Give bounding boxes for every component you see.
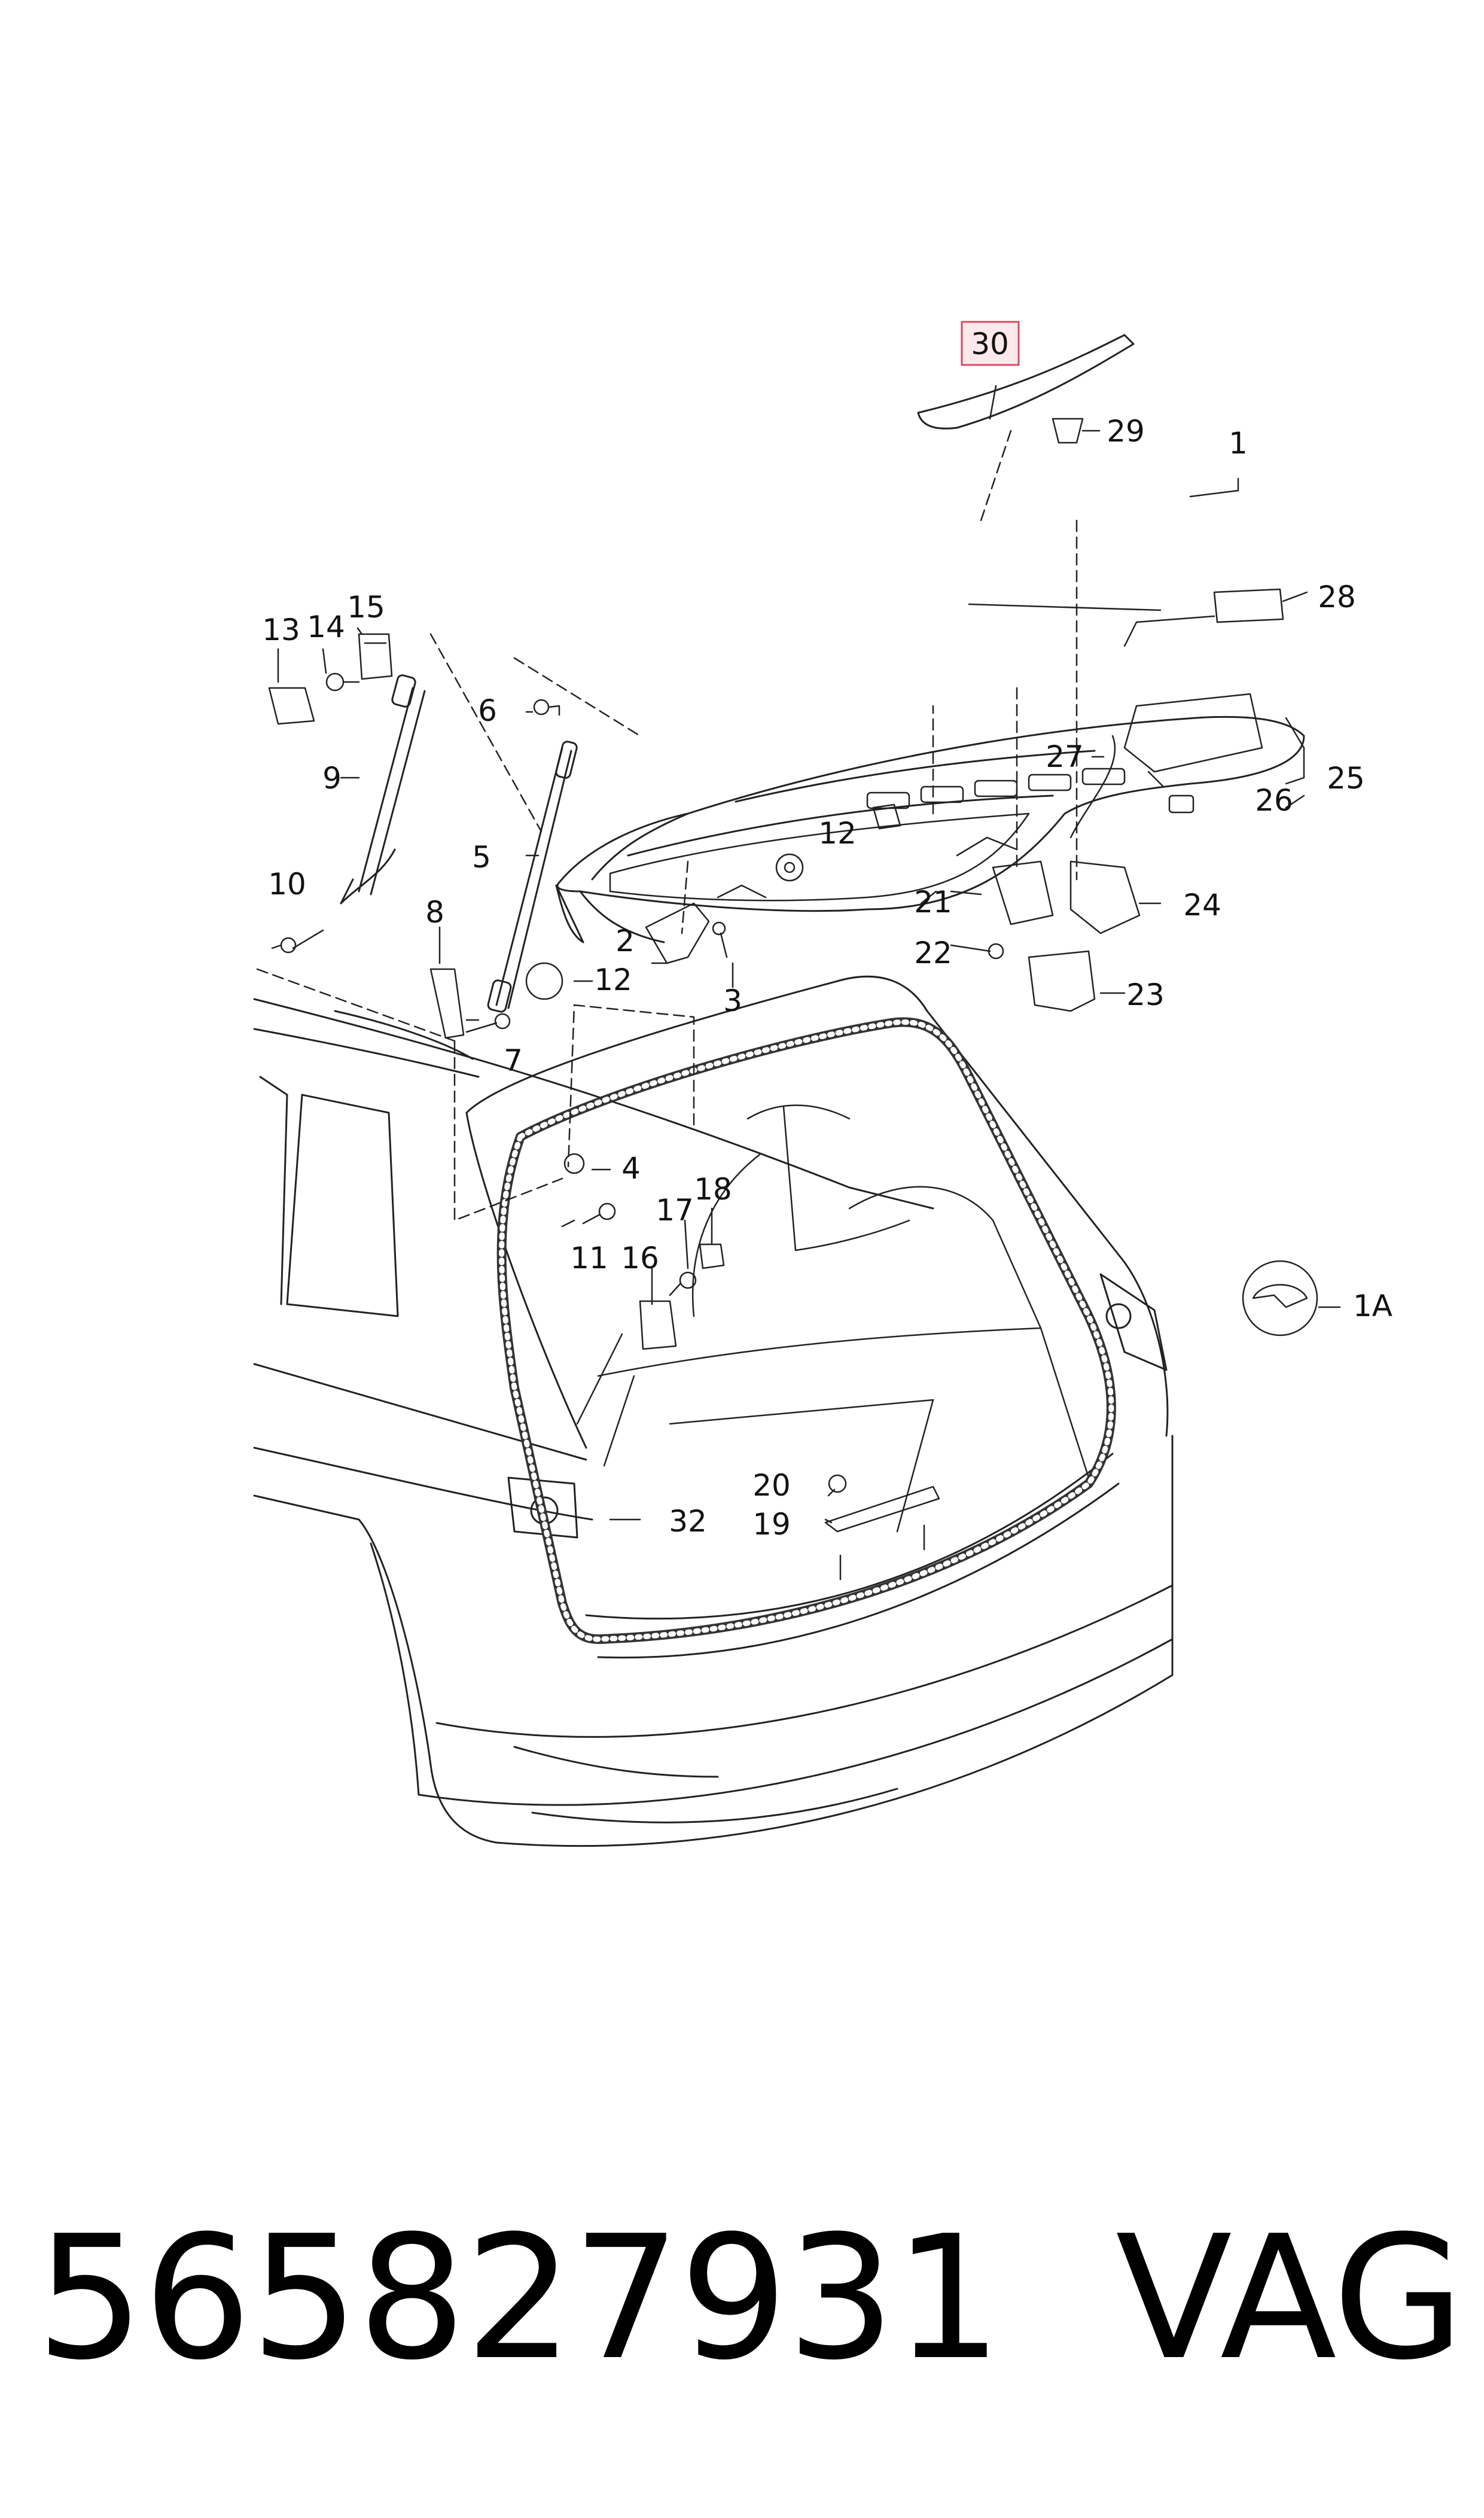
callout-2: 2 [615, 924, 635, 958]
callout-25: 24 [1183, 888, 1221, 922]
callout-11: 11 [570, 1241, 608, 1275]
brand-name: VAG [1116, 2199, 1465, 2398]
callout-19: 18 [694, 1172, 732, 1207]
callout-27: 26 [1255, 783, 1293, 818]
callout-24: 23 [1126, 978, 1165, 1012]
part-number: 565827931 [36, 2199, 1002, 2398]
callout-1: 1 [1229, 426, 1248, 461]
car-body [253, 975, 1174, 1847]
callout-8: 8 [425, 895, 444, 930]
callout-13: 12 [818, 816, 857, 851]
trim-strip-31 [917, 334, 1135, 430]
callout-30: 29 [1107, 414, 1145, 449]
callout-18: 17 [656, 1193, 694, 1228]
gas-strut-5 [487, 741, 578, 1013]
gas-strut-9 [340, 674, 426, 905]
callout-28: 27 [1046, 739, 1084, 774]
callout-7: 7 [504, 1043, 523, 1078]
leader-lines [256, 385, 1341, 1524]
callout-17: 16 [621, 1241, 659, 1275]
tailgate-panel [555, 715, 1305, 943]
callout-23: 22 [914, 936, 952, 970]
callout-16: 15 [347, 590, 385, 625]
highlight-box [961, 321, 1020, 366]
callout-4: 4 [621, 1151, 641, 1186]
callout-20: 19 [752, 1507, 791, 1542]
callout-21: 20 [752, 1468, 791, 1503]
callout-15: 14 [307, 610, 345, 644]
callout-1a: 1A [1353, 1289, 1392, 1323]
callout-9: 9 [322, 761, 342, 796]
callout-14: 13 [262, 613, 300, 647]
callout-31: 30 [971, 327, 1009, 361]
small-parts [268, 418, 1318, 1581]
callout-26: 25 [1327, 761, 1365, 796]
callout-6: 6 [478, 693, 497, 728]
callout-5: 5 [472, 840, 491, 875]
callout-32: 32 [669, 1504, 707, 1539]
callout-12: 12 [594, 963, 632, 997]
callout-3: 3 [723, 984, 742, 1018]
callout-10: 10 [268, 867, 306, 902]
callout-29: 28 [1318, 580, 1356, 614]
callout-22: 21 [914, 885, 952, 919]
tailgate-seal [496, 1017, 1116, 1644]
